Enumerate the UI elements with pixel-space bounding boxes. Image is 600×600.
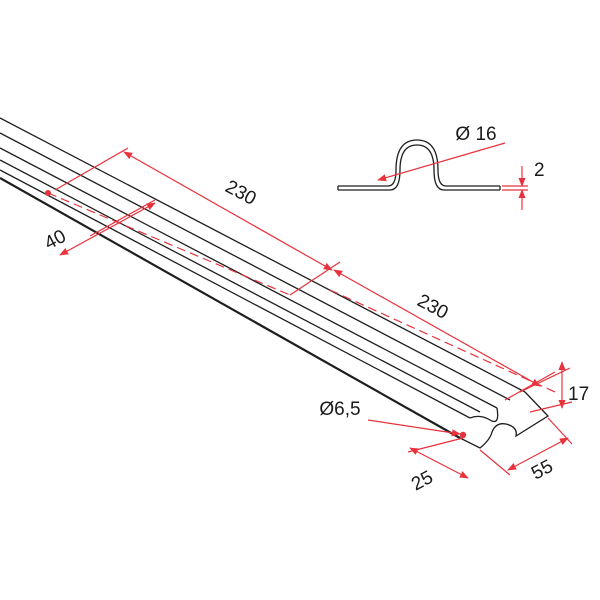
dim-edge-offset-top-label: 40 <box>41 226 70 254</box>
rail-bottom-edge <box>0 177 461 439</box>
dim-edge-offset-top-ext <box>89 199 156 237</box>
dim-edge-offset-bottom-line <box>409 447 469 479</box>
dim-loop-diameter-label: Ø 16 <box>455 124 496 145</box>
dim-edge-offset-bottom-label: 25 <box>408 467 437 495</box>
rail-top-edge <box>0 117 526 393</box>
rail-body <box>0 117 550 449</box>
dim-spacing-1-line <box>123 151 333 271</box>
rail-end-loop <box>469 407 499 423</box>
cross-section-detail: Ø 16 2 <box>337 124 545 210</box>
dim-profile-height-label: 17 <box>568 384 589 405</box>
dim-edge-offset-bottom-ext <box>407 437 464 453</box>
dim-hole-diameter: Ø6,5 <box>319 399 461 437</box>
dim-profile-width-label: 55 <box>528 456 557 484</box>
dim-hole-diameter-label: Ø6,5 <box>319 399 360 420</box>
hole-centerline-left <box>47 192 291 296</box>
dim-edge-offset-top-line <box>59 202 156 256</box>
dim-hole-diameter-leader <box>367 419 461 437</box>
dim-loop-diameter-leader <box>377 142 506 182</box>
dim-spacing-2-label: 230 <box>414 290 452 323</box>
dim-spacing-1-ext-right <box>289 261 341 296</box>
dim-profile-height: 17 <box>519 361 589 413</box>
mounting-hole-right <box>459 431 467 439</box>
dim-profile-width-ext-left <box>479 449 511 476</box>
dim-profile-width-line <box>507 437 569 471</box>
dim-spacing-1-label: 230 <box>222 176 260 209</box>
cross-section-profile-inner <box>338 144 500 191</box>
cross-section-profile-outer <box>338 139 500 187</box>
rail-channel-inner-edge <box>0 169 471 419</box>
dim-profile-width-ext-right <box>547 417 573 445</box>
dim-edge-offset-bottom: 25 <box>407 437 469 495</box>
rail-end-profile <box>459 391 550 449</box>
dim-spacing-2-line <box>333 269 541 387</box>
dim-edge-offset-top: 40 <box>41 199 156 256</box>
dim-thickness-label: 2 <box>534 160 545 181</box>
dim-spacing-1-ext-left <box>54 147 129 191</box>
